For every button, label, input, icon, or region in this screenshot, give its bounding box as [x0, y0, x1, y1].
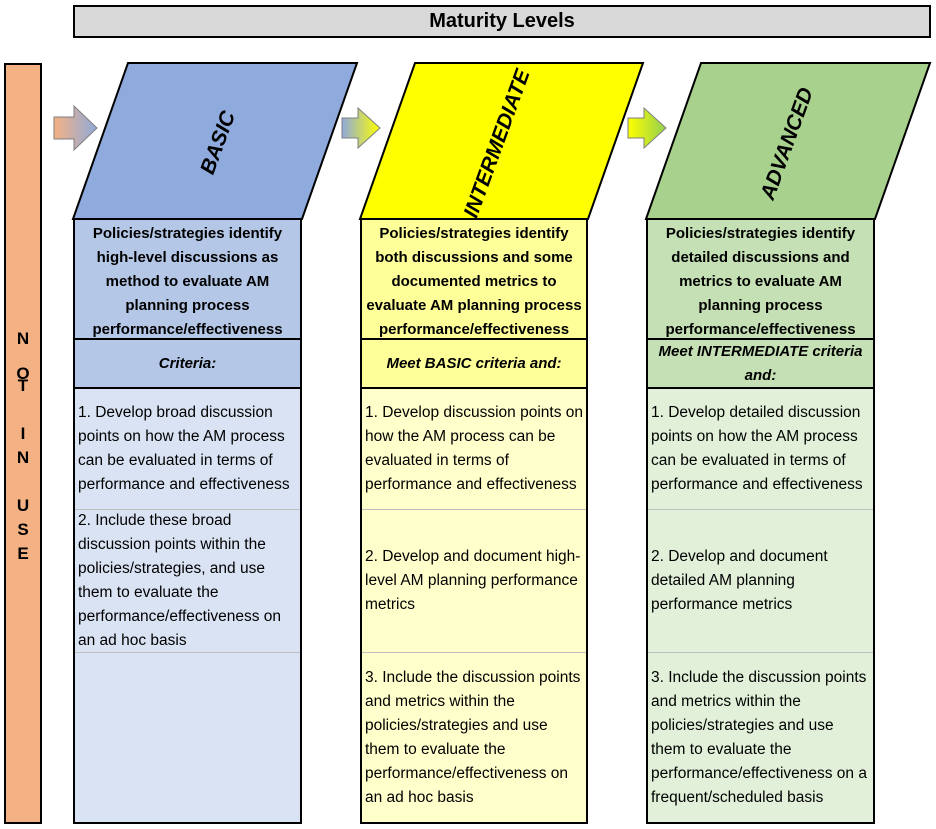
side-letter: E: [17, 544, 29, 563]
title-text: Maturity Levels: [429, 10, 575, 32]
side-letter: U: [16, 496, 30, 515]
basic-summary: Policies/strategies identify high-level …: [75, 220, 300, 340]
basic-criteria-text: Criteria:: [158, 354, 217, 372]
intermediate-criteria: Meet BASIC criteria and:: [362, 340, 586, 389]
intermediate-item-1-text: 1. Develop discussion points on how the …: [365, 404, 583, 493]
basic-summary-text: Policies/strategies identify high-level …: [92, 225, 283, 338]
not-in-use-bar: N O T I N U S E: [4, 63, 42, 824]
basic-item-1-text: 1. Develop broad discussion points on ho…: [78, 404, 290, 493]
intermediate-item-1: 1. Develop discussion points on how the …: [362, 389, 586, 510]
intermediate-item-2: 2. Develop and document high-level AM pl…: [362, 510, 586, 653]
intermediate-header-shape: [358, 62, 645, 220]
basic-item-1: 1. Develop broad discussion points on ho…: [75, 389, 300, 510]
advanced-item-3: 3. Include the discussion points and met…: [648, 653, 873, 822]
intermediate-summary: Policies/strategies identify both discus…: [362, 220, 586, 340]
advanced-item-2: 2. Develop and document detailed AM plan…: [648, 510, 873, 653]
advanced-item-3-text: 3. Include the discussion points and met…: [651, 668, 867, 806]
intermediate-item-3-text: 3. Include the discussion points and met…: [365, 668, 581, 806]
basic-column: Policies/strategies identify high-level …: [73, 218, 302, 824]
level-headers: BASIC INTERMEDIATE ADVANCED: [53, 62, 932, 221]
side-letter: N: [16, 329, 30, 348]
advanced-item-1-text: 1. Develop detailed discussion points on…: [651, 404, 863, 493]
advanced-item-2-text: 2. Develop and document detailed AM plan…: [651, 548, 828, 613]
side-letter: N: [16, 448, 30, 467]
intermediate-item-2-text: 2. Develop and document high-level AM pl…: [365, 548, 581, 613]
side-letter: S: [17, 520, 29, 539]
maturity-levels-title: Maturity Levels: [73, 5, 931, 38]
advanced-column: Policies/strategies identify detailed di…: [646, 218, 875, 824]
arrow-basic-to-intermediate-icon: [341, 106, 381, 150]
basic-item-2: 2. Include these broad discussion points…: [75, 510, 300, 653]
side-letter: O: [16, 364, 30, 383]
advanced-header-shape: [644, 62, 932, 220]
basic-criteria: Criteria:: [75, 340, 300, 389]
intermediate-criteria-text: Meet BASIC criteria and:: [386, 354, 562, 372]
intermediate-item-3: 3. Include the discussion points and met…: [362, 653, 586, 822]
basic-header-shape: [71, 62, 359, 220]
arrow-not-in-use-to-basic-icon: [53, 104, 98, 152]
advanced-criteria-text: Meet INTERMEDIATE criteria and:: [658, 342, 863, 384]
side-letter: T: [17, 376, 29, 395]
basic-item-2-text: 2. Include these broad discussion points…: [78, 512, 282, 649]
advanced-item-1: 1. Develop detailed discussion points on…: [648, 389, 873, 510]
intermediate-summary-text: Policies/strategies identify both discus…: [366, 225, 582, 338]
basic-item-empty: [75, 653, 300, 822]
intermediate-column: Policies/strategies identify both discus…: [360, 218, 588, 824]
side-letter: I: [20, 424, 26, 443]
advanced-criteria: Meet INTERMEDIATE criteria and:: [648, 340, 873, 389]
advanced-summary-text: Policies/strategies identify detailed di…: [665, 225, 856, 338]
arrow-intermediate-to-advanced-icon: [627, 106, 667, 150]
advanced-summary: Policies/strategies identify detailed di…: [648, 220, 873, 340]
